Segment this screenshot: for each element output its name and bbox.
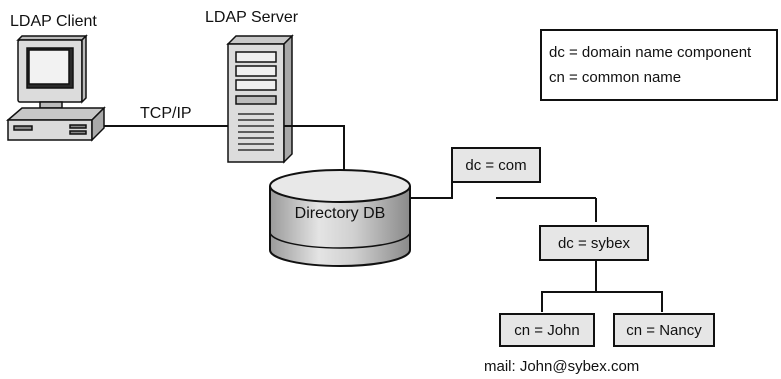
mail-attribute-label: mail: John@sybex.com	[484, 358, 639, 375]
protocol-label: TCP/IP	[140, 105, 192, 122]
database-label: Directory DB	[295, 205, 386, 222]
legend-line-dc: dc = domain name component	[549, 44, 752, 61]
client-label: LDAP Client	[10, 13, 97, 30]
tree-node-cn-nancy: cn = Nancy	[613, 313, 715, 347]
tree-node-cn-john: cn = John	[499, 313, 595, 347]
leaves-link	[541, 291, 663, 312]
database-cylinder-icon	[269, 169, 411, 267]
legend-box: dc = domain name component cn = common n…	[540, 29, 778, 101]
server-tower-icon	[226, 34, 294, 164]
server-db-link	[284, 125, 345, 176]
tree-node-cn-nancy-label: cn = Nancy	[626, 322, 702, 339]
tree-node-dc-com: dc = com	[451, 147, 541, 183]
server-label: LDAP Server	[205, 9, 299, 26]
tree-node-dc-sybex-label: dc = sybex	[558, 235, 631, 252]
tree-node-cn-john-label: cn = John	[514, 322, 579, 339]
tree-node-dc-sybex: dc = sybex	[539, 225, 649, 261]
tree-node-dc-com-label: dc = com	[465, 157, 526, 174]
desktop-computer-icon	[5, 34, 106, 142]
legend-line-cn: cn = common name	[549, 69, 681, 86]
